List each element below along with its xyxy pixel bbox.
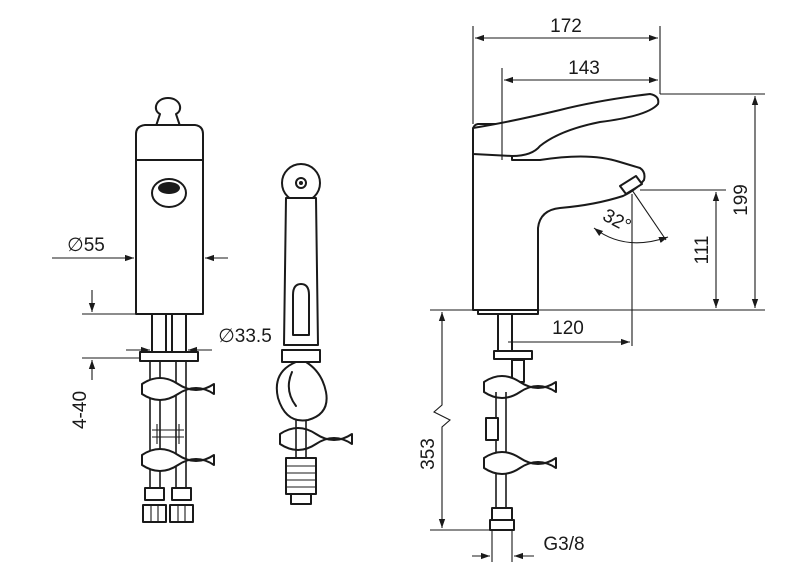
lever-knob <box>154 97 182 127</box>
hose-break-upper <box>141 377 215 401</box>
dimension-labels: 172 143 199 111 120 32° ∅55 ∅33.5 4-40 3… <box>67 16 752 555</box>
mounting-plate <box>139 351 199 362</box>
shower-button <box>292 283 310 336</box>
label-spray-angle: 32° <box>599 205 634 237</box>
side-connector <box>491 507 513 521</box>
hose-break-lower <box>141 448 215 472</box>
side-plate <box>493 350 533 360</box>
label-lever-reach: 143 <box>568 58 600 79</box>
body-cap <box>135 124 204 161</box>
label-spout-height: 111 <box>692 236 713 265</box>
shower-clip <box>275 361 328 422</box>
label-hole-diameter: ∅33.5 <box>218 326 272 347</box>
label-spout-reach: 120 <box>552 318 584 339</box>
label-connection-thread: G3/8 <box>543 534 584 555</box>
aerator-window <box>151 178 187 208</box>
aerator-outlet <box>158 182 180 194</box>
shower-holder <box>281 349 321 363</box>
mounting-stud-left <box>151 313 167 355</box>
front-view <box>135 97 215 523</box>
side-view <box>472 93 660 531</box>
shower-nozzle <box>295 177 307 189</box>
shower-hose-connector <box>285 457 317 495</box>
dimension-spray-angle <box>593 227 669 244</box>
dimension-hose-length <box>433 312 451 528</box>
label-body-diameter: ∅55 <box>67 235 105 256</box>
side-hose-break-lower <box>483 451 557 475</box>
label-overall-width: 172 <box>550 16 582 37</box>
side-lever <box>472 93 660 157</box>
hose-connectors <box>142 487 194 523</box>
label-hose-length: 353 <box>418 438 439 470</box>
side-valve <box>485 417 499 441</box>
dimension-lines <box>52 26 765 562</box>
label-total-height: 199 <box>731 184 752 216</box>
side-connector-nut <box>489 519 515 531</box>
hand-shower-view <box>275 163 353 505</box>
supply-hoses <box>149 361 187 500</box>
spout-aerator <box>619 175 643 195</box>
shower-hose-break <box>279 427 353 451</box>
mounting-stud-right <box>171 313 187 355</box>
label-deck-thickness: 4-40 <box>70 391 91 429</box>
